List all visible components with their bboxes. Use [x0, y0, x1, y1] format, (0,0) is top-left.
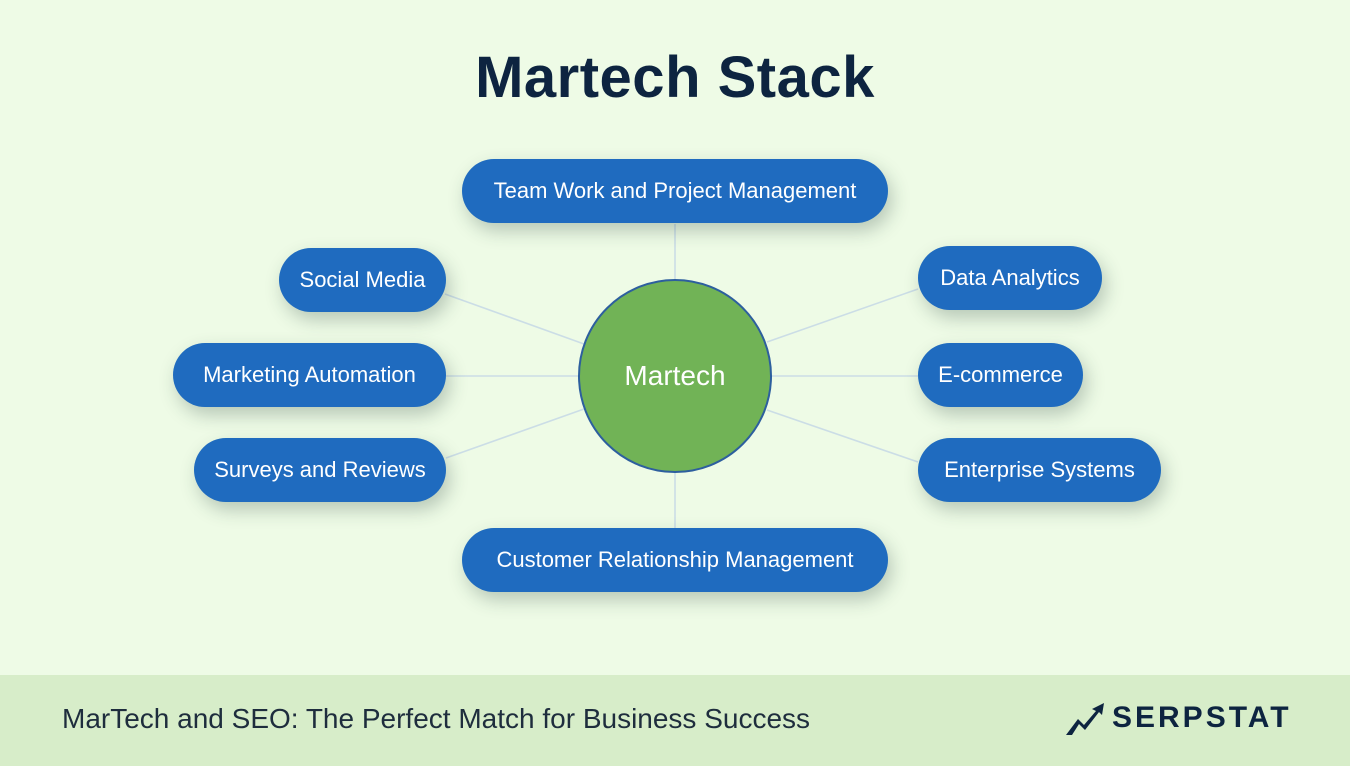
connector-enterprise-systems: [766, 409, 919, 463]
node-enterprise-systems: Enterprise Systems: [918, 438, 1161, 502]
footer-band: MarTech and SEO: The Perfect Match for B…: [0, 675, 1350, 766]
diagram-title: Martech Stack: [475, 45, 875, 110]
connector-data-analytics: [766, 288, 919, 343]
node-team-work: Team Work and Project Management: [462, 159, 888, 223]
node-crm: Customer Relationship Management: [462, 528, 888, 592]
node-data-analytics: Data Analytics: [918, 246, 1102, 310]
serpstat-logo-icon: [1066, 703, 1104, 735]
footer-caption: MarTech and SEO: The Perfect Match for B…: [62, 703, 811, 734]
node-social-media: Social Media: [279, 248, 446, 312]
connector-social-media: [444, 293, 585, 345]
connector-surveys-reviews: [445, 408, 585, 459]
center-node: Martech: [578, 279, 772, 473]
node-surveys-reviews: Surveys and Reviews: [194, 438, 446, 502]
brand-name: SERPSTAT: [1112, 701, 1292, 734]
brand-logo: SERPSTAT: [1066, 701, 1292, 735]
node-ecommerce: E-commerce: [918, 343, 1083, 407]
node-marketing-automation: Marketing Automation: [173, 343, 446, 407]
